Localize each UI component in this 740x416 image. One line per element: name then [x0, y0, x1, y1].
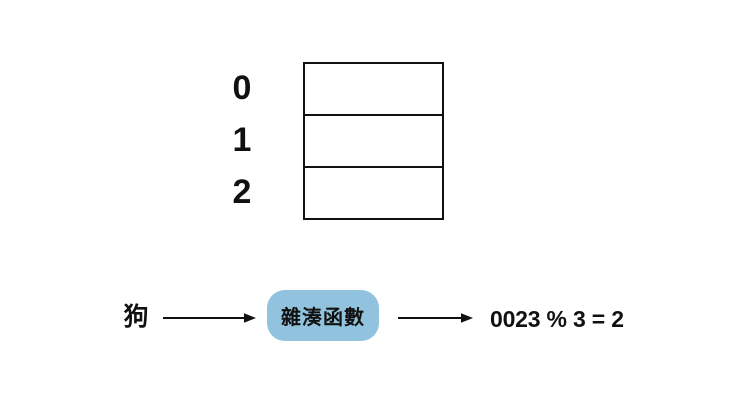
hash-table-slot-0: [305, 64, 442, 114]
index-label-0: 0: [232, 69, 252, 107]
hash-result-label: 0023 % 3 = 2: [490, 306, 624, 332]
hash-table-slot-1: [305, 114, 442, 166]
index-label-1: 1: [232, 121, 252, 159]
hash-input-label: 狗: [123, 303, 149, 331]
index-labels: 0 1 2: [222, 62, 262, 218]
right-arrow-icon: [163, 313, 256, 323]
hash-function-box: 雜湊函數: [267, 290, 379, 341]
hash-table-slot-2: [305, 166, 442, 218]
hash-table: [303, 62, 444, 220]
hash-function-label: 雜湊函數: [281, 307, 365, 329]
right-arrow-icon: [398, 313, 473, 323]
index-label-2: 2: [232, 173, 252, 211]
